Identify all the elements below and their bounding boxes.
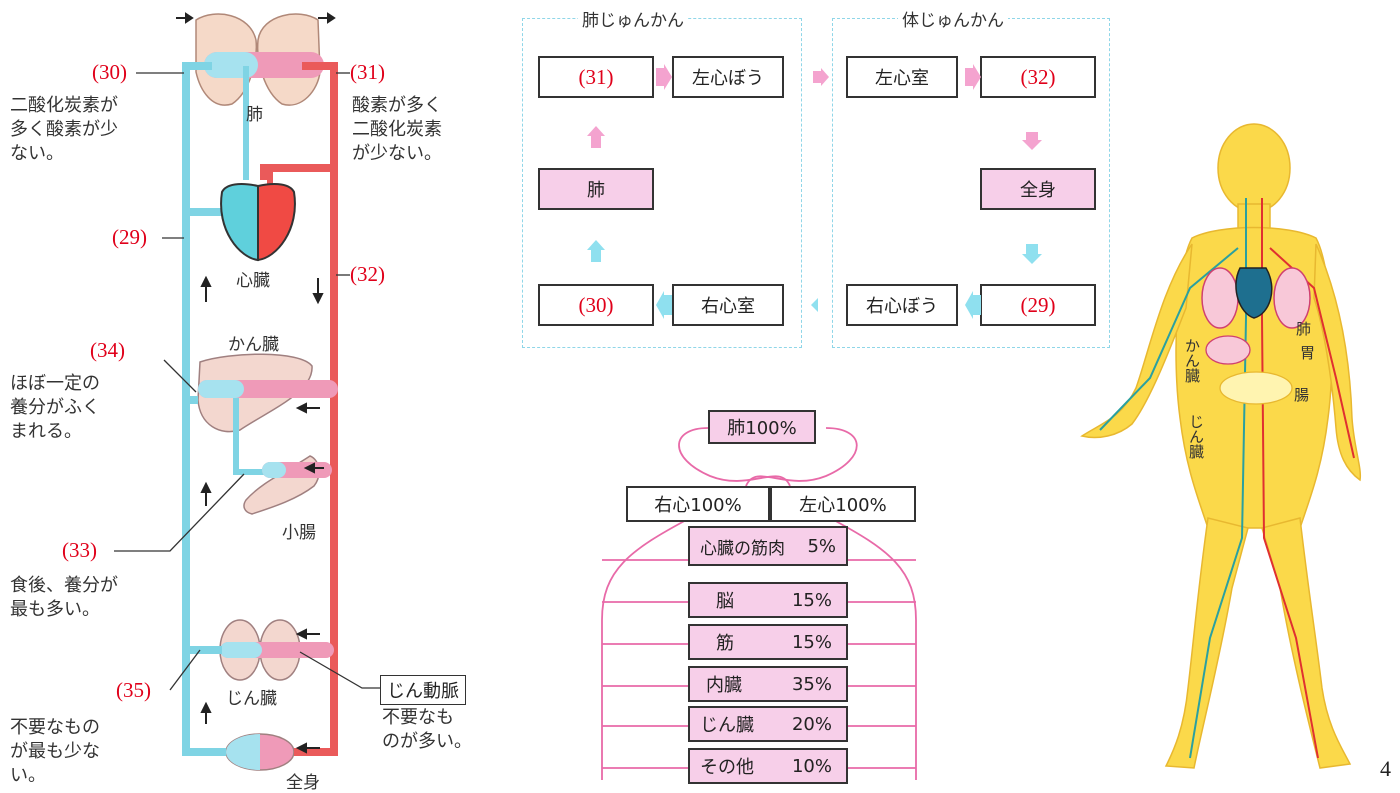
whole-body-label: 全身 [286, 773, 320, 793]
organ-row: 筋 15% [688, 624, 848, 660]
flow-arrows [176, 12, 336, 754]
small-intestine-label: 小腸 [282, 523, 316, 543]
flow-box-lung: 肺 [538, 168, 654, 210]
label-33: (33) [62, 538, 97, 562]
label-34: (34) [90, 338, 125, 362]
organ-row: その他 10% [688, 748, 848, 784]
flow-box-right-atrium: 右心ぼう [846, 284, 958, 326]
organ-label: その他 [700, 757, 754, 778]
note-34: ほぼ一定の養分がふくまれる。 [10, 373, 100, 442]
body-label-liver: かん臓 [1183, 338, 1201, 383]
body-label-stomach: 胃 [1300, 344, 1316, 362]
organ-label: 心臓の筋肉 [700, 538, 785, 559]
heart-label: 心臓 [236, 271, 270, 291]
flow-box-32: (32) [980, 56, 1096, 98]
label-30: (30) [92, 60, 127, 84]
whole-body-organ [225, 733, 295, 771]
flow-box-31: (31) [538, 56, 654, 98]
left-heart-100-box: 左心100% [770, 486, 916, 522]
lung-100-box: 肺100% [708, 410, 816, 444]
flow-box-whole-body: 全身 [980, 168, 1096, 210]
body-silhouette [1080, 123, 1362, 769]
human-body-figure [1080, 123, 1362, 769]
organ-row: じん臓 20% [688, 706, 848, 742]
organ-value: 35% [791, 673, 832, 695]
label-35: (35) [116, 678, 151, 702]
organ-label: じん臓 [700, 715, 754, 736]
kidney-organ [219, 619, 334, 681]
body-label-kidney: じん臓 [1187, 414, 1205, 459]
label-29: (29) [112, 225, 147, 249]
organ-label: 筋 [716, 633, 734, 654]
organ-label: 内臓 [706, 675, 742, 696]
organ-label: 脳 [716, 591, 734, 612]
organ-row: 心臓の筋肉 5% [688, 526, 848, 566]
flow-box-left-ventricle: 左心室 [846, 56, 958, 98]
flow-box-30: (30) [538, 284, 654, 326]
note-31: 酸素が多く二酸化炭素が少ない。 [352, 95, 442, 164]
systemic-circulation-title: 体じゅんかん [898, 6, 1008, 31]
liver-label: かん臓 [228, 335, 279, 355]
renal-artery-note: 不要なものが多い。 [382, 707, 472, 752]
organ-value: 5% [807, 535, 836, 557]
organ-row: 脳 15% [688, 582, 848, 618]
renal-artery-label: じん動脈 [380, 675, 466, 705]
organ-value: 15% [791, 631, 832, 653]
label-31: (31) [350, 60, 385, 84]
flow-arrows-diagram [587, 64, 1042, 319]
lung-label: 肺 [246, 105, 263, 125]
flow-box-29: (29) [980, 284, 1096, 326]
flow-box-right-ventricle: 右心室 [672, 284, 784, 326]
right-heart-100-box: 右心100% [626, 486, 770, 522]
organ-value: 10% [791, 755, 832, 777]
heart-organ [220, 183, 296, 262]
note-30: 二酸化炭素が多く酸素が少ない。 [10, 95, 118, 164]
kidney-label: じん臓 [226, 689, 277, 709]
body-label-intestine: 腸 [1294, 386, 1310, 404]
leader-lines [114, 72, 380, 691]
liver-organ [197, 353, 338, 433]
note-35: 不要なものが最も少ない。 [10, 717, 100, 786]
organ-value: 15% [791, 589, 832, 611]
organ-row: 内臓 35% [688, 666, 848, 702]
page-number: 4 [1380, 756, 1391, 781]
pulmonary-circulation-title: 肺じゅんかん [578, 6, 688, 31]
small-intestine-organ [243, 455, 332, 515]
label-32: (32) [350, 262, 385, 286]
lung-organ [195, 13, 324, 106]
body-label-lung: 肺 [1296, 320, 1312, 338]
note-33: 食後、養分が最も多い。 [10, 575, 118, 620]
body-organs [1201, 267, 1311, 405]
circulation-diagram [114, 12, 380, 771]
organ-value: 20% [791, 713, 832, 735]
flow-box-left-atrium: 左心ぼう [672, 56, 784, 98]
